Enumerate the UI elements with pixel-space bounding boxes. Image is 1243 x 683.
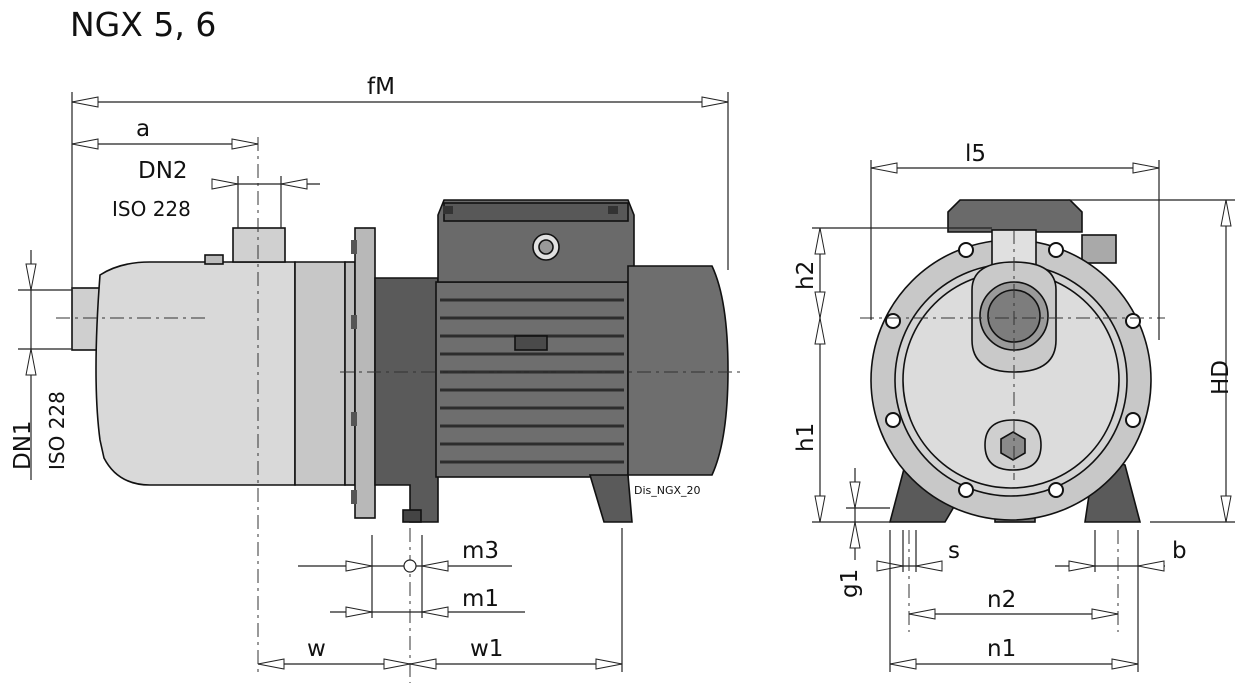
dim-h2-label: h2 [793,261,819,290]
dim-DN1-standard: ISO 228 [45,391,69,470]
motor-foot [588,474,633,523]
dim-s-label: s [948,538,960,564]
drawing-code: Dis_NGX_20 [634,484,701,497]
dim-DN1-label: DN1 [10,420,36,470]
dim-DN2-label: DN2 [138,158,188,184]
dim-w-label: w [307,636,326,662]
dim-m3-label: m3 [462,538,499,564]
fan-cover [627,265,729,476]
dim-l5-label: l5 [965,141,986,167]
terminal-box-top [947,199,1083,233]
dim-HD-label: HD [1208,360,1234,395]
terminal-box [437,199,635,283]
page-title: NGX 5, 6 [70,5,216,44]
dim-a-label: a [136,116,150,142]
dim-fM-label: fM [367,74,395,100]
side-view: fM a DN2 ISO 228 DN1 ISO 228 m3 [10,74,740,683]
dim-n2-label: n2 [987,587,1016,613]
dim-h1-label: h1 [793,423,819,452]
motor-fins [440,298,624,464]
dim-m1-label: m1 [462,586,499,612]
dim-g1-label: g1 [837,569,863,598]
pump-casing [71,227,356,486]
pump-flange [351,227,376,519]
front-view: l5 h2 h1 HD g1 s [793,141,1235,672]
dim-DN2-standard: ISO 228 [112,197,191,221]
dim-n1-label: n1 [987,636,1016,662]
dim-w1-label: w1 [470,636,503,662]
motor-body [435,281,638,478]
motor-bracket [374,277,439,523]
dim-b-label: b [1172,538,1187,564]
